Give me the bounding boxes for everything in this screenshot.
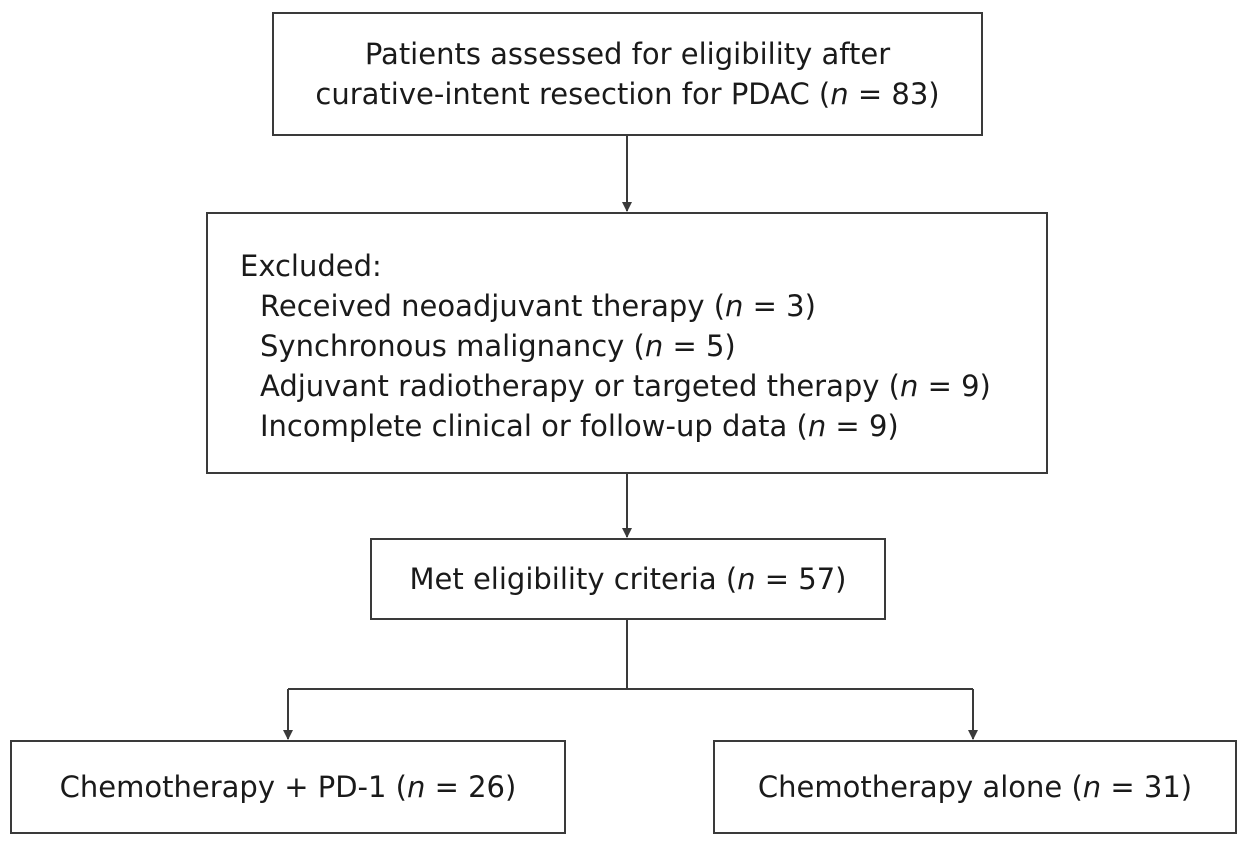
n-symbol: n bbox=[644, 329, 664, 363]
exclusion-reason: Adjuvant radiotherapy or targeted therap… bbox=[260, 369, 991, 403]
node-chemotherapy-pd1: Chemotherapy + PD-1 (n = 26) bbox=[10, 740, 566, 834]
exclusion-reason: Incomplete clinical or follow-up data (n… bbox=[260, 409, 899, 443]
excluded-heading: Excluded: bbox=[240, 249, 382, 283]
node-met-eligibility: Met eligibility criteria (n = 57) bbox=[370, 538, 886, 620]
node-patients-assessed: Patients assessed for eligibility after … bbox=[272, 12, 983, 136]
node-text-line: Chemotherapy + PD-1 (n = 26) bbox=[59, 770, 517, 804]
exclusion-reason: Received neoadjuvant therapy (n = 3) bbox=[260, 289, 816, 323]
node-text-line: Patients assessed for eligibility after bbox=[364, 37, 891, 71]
n-symbol: n bbox=[406, 770, 426, 804]
node-chemotherapy-alone: Chemotherapy alone (n = 31) bbox=[713, 740, 1237, 834]
n-symbol: n bbox=[1082, 770, 1102, 804]
n-symbol: n bbox=[737, 562, 756, 596]
n-symbol: n bbox=[725, 289, 744, 323]
exclusion-reason: Synchronous malignancy (n = 5) bbox=[260, 329, 736, 363]
n-symbol: n bbox=[830, 77, 849, 111]
n-symbol: n bbox=[807, 409, 827, 443]
node-text-line: Chemotherapy alone (n = 31) bbox=[757, 770, 1193, 804]
n-symbol: n bbox=[899, 369, 919, 403]
node-excluded: Excluded: Received neoadjuvant therapy (… bbox=[206, 212, 1048, 474]
node-text-line: curative-intent resection for PDAC (n = … bbox=[315, 77, 940, 111]
node-text-line: Met eligibility criteria (n = 57) bbox=[409, 562, 847, 596]
